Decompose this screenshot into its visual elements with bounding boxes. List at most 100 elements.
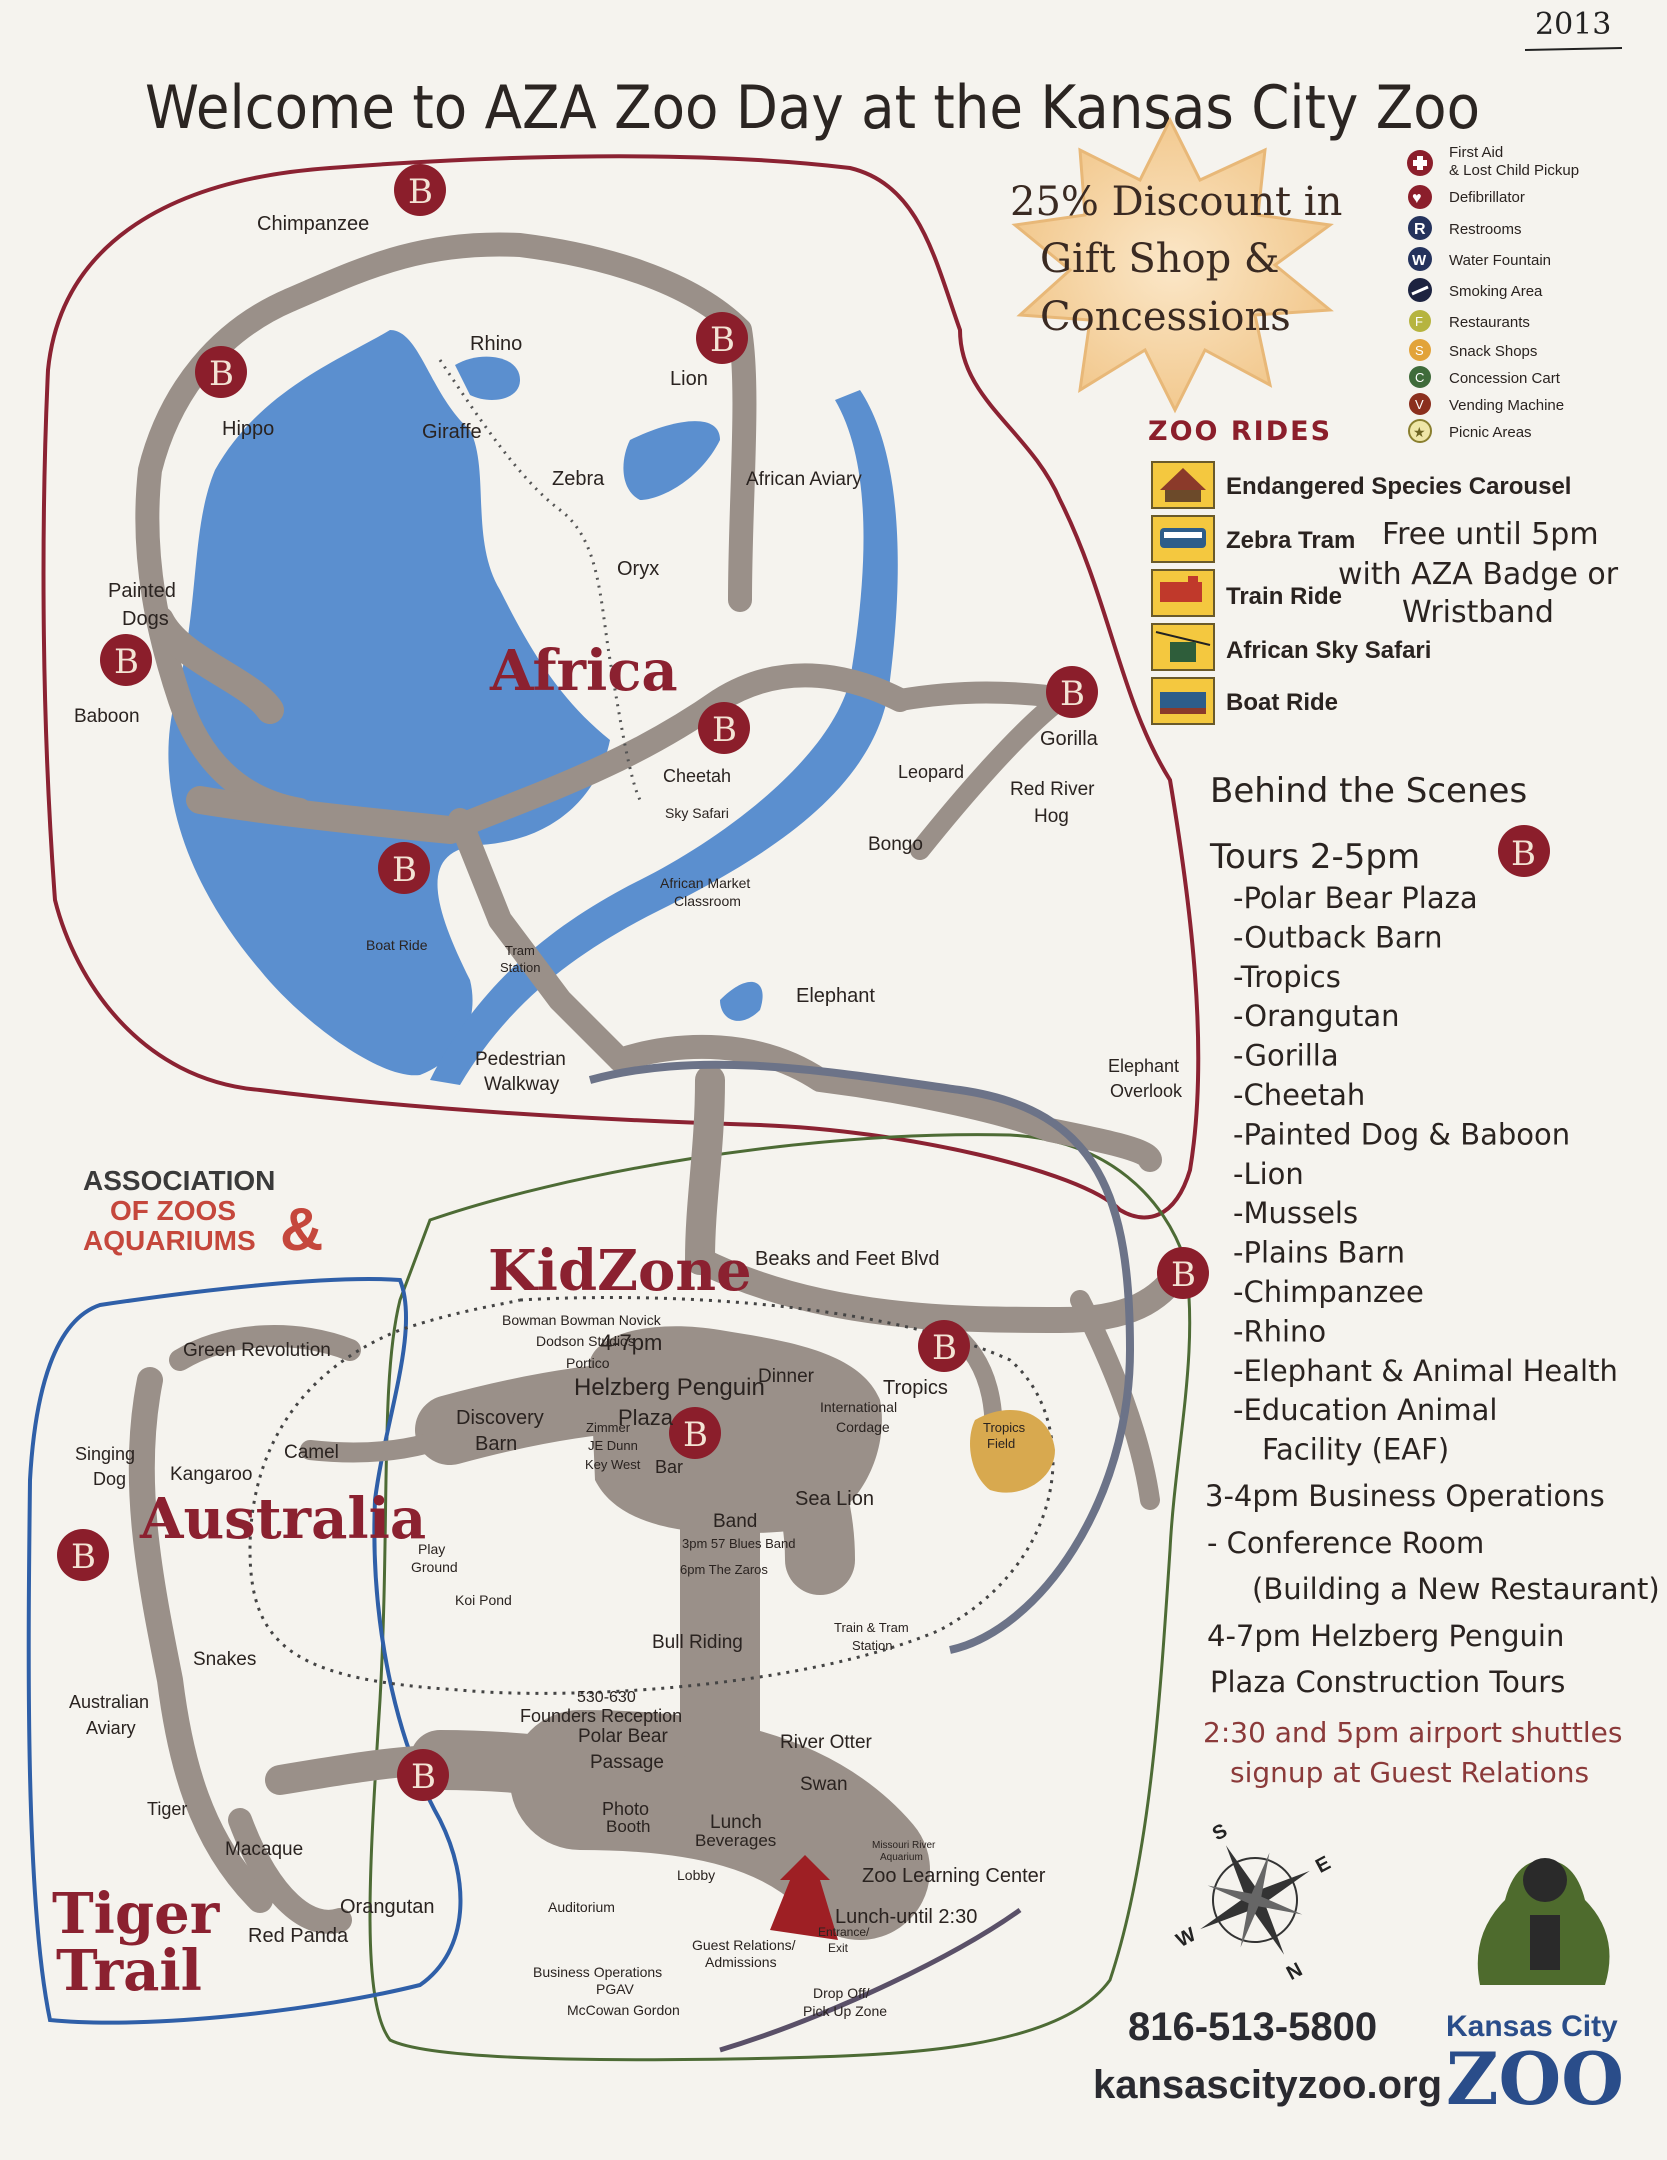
label-guest-2: Admissions [705, 1954, 777, 1970]
bts-tour-item: Facility (EAF) [1262, 1433, 1449, 1467]
label-entrance-1: Entrance/ [818, 1925, 870, 1939]
label-aus-aviary-1: Australian [69, 1692, 149, 1712]
year-note: 2013 [1535, 7, 1611, 42]
legend-defibrillator: Defibrillator [1449, 189, 1525, 206]
bts-tour-item: -Tropics [1233, 960, 1341, 994]
svg-text:B: B [71, 1537, 96, 1577]
ride-sky-safari: African Sky Safari [1226, 637, 1431, 664]
label-lion: Lion [670, 368, 708, 390]
label-baboon: Baboon [74, 706, 140, 727]
label-tropics-field-2: Field [987, 1436, 1015, 1451]
label-international-2: Cordage [836, 1419, 890, 1435]
label-painted-dogs-1: Painted [108, 580, 176, 602]
label-zebra: Zebra [552, 468, 605, 490]
label-elephant-overlook-1: Elephant [1108, 1056, 1179, 1076]
bts-marker: B [1157, 1247, 1209, 1299]
label-singing-2: Dog [93, 1469, 126, 1489]
tram-track [588, 1060, 1135, 1654]
legend-water-fountain: Water Fountain [1449, 252, 1551, 269]
amenity-legend: First Aid & Lost Child Pickup ♥ Defibril… [1407, 144, 1579, 443]
svg-text:C: C [1415, 370, 1424, 385]
svg-text:ZOO: ZOO [1446, 2036, 1624, 2121]
tram-icon [1151, 515, 1215, 563]
label-international-1: International [820, 1399, 897, 1415]
ride-zebra-tram: Zebra Tram [1226, 527, 1355, 554]
legend-smoking: Smoking Area [1449, 283, 1543, 300]
bts-marker: B [57, 1529, 109, 1581]
bts-tour-item: -Lion [1233, 1157, 1304, 1191]
australia-boundary [26, 1277, 463, 2025]
label-african-market-2: Classroom [674, 893, 741, 909]
label-painted-dogs-2: Dogs [122, 608, 169, 630]
aza-logo: ASSOCIATION OF ZOOS AQUARIUMS & [83, 1165, 323, 1263]
svg-text:B: B [1060, 674, 1085, 714]
label-bongo: Bongo [868, 834, 923, 855]
label-koi: Koi Pond [455, 1592, 512, 1608]
pond-elephant [720, 981, 763, 1021]
label-boat-ride: Boat Ride [366, 937, 428, 953]
label-beaks-feet: Beaks and Feet Blvd [755, 1248, 940, 1270]
legend-first-aid: First Aid [1449, 144, 1503, 161]
ride-carousel: Endangered Species Carousel [1226, 473, 1571, 500]
bts-tour-list: -Polar Bear Plaza-Outback Barn-Tropics-O… [1233, 881, 1618, 1467]
label-giraffe: Giraffe [422, 421, 482, 443]
label-bowman: Bowman Bowman Novick [502, 1312, 662, 1328]
svg-text:B: B [392, 850, 417, 890]
region-tiger: Tiger [52, 1881, 221, 1947]
svg-text:B: B [1171, 1255, 1196, 1295]
label-jedunn: JE Dunn [588, 1438, 638, 1453]
label-play-1: Play [418, 1541, 445, 1557]
label-lunch: Lunch [710, 1812, 762, 1833]
label-camel: Camel [284, 1442, 339, 1463]
label-orangutan: Orangutan [340, 1896, 435, 1918]
label-polar-2: Passage [590, 1752, 664, 1773]
label-band-1: 3pm 57 Blues Band [682, 1536, 795, 1551]
free-note-2: with AZA Badge or [1338, 557, 1619, 592]
free-note-3: Wristband [1402, 595, 1554, 630]
label-red-panda: Red Panda [248, 1925, 349, 1947]
label-red-river-hog-2: Hog [1034, 806, 1069, 827]
label-founders-2: Founders Reception [520, 1706, 682, 1726]
label-sky-safari: Sky Safari [665, 805, 729, 821]
bts-tour-item: -Polar Bear Plaza [1233, 881, 1478, 915]
label-keywest: Key West [585, 1457, 641, 1472]
label-dinner: Dinner [758, 1366, 815, 1387]
svg-text:B: B [411, 1757, 436, 1797]
bts-heading-1: Behind the Scenes [1210, 771, 1527, 811]
bts-marker: B [394, 164, 446, 216]
bts-business-1: 3-4pm Business Operations [1205, 1479, 1605, 1513]
svg-text:W: W [1173, 1924, 1200, 1952]
bts-tour-item: -Chimpanzee [1233, 1275, 1424, 1309]
bts-tour-item: -Mussels [1233, 1196, 1358, 1230]
bts-tour-item: -Painted Dog & Baboon [1233, 1117, 1570, 1151]
label-swan: Swan [800, 1774, 848, 1795]
bts-marker: B [378, 842, 430, 894]
label-helzberg-time: 4-7pm [600, 1330, 662, 1355]
label-singing-1: Singing [75, 1444, 135, 1464]
label-aus-aviary-2: Aviary [86, 1718, 136, 1738]
label-pedestrian-2: Walkway [484, 1074, 560, 1095]
label-play-2: Ground [411, 1559, 458, 1575]
svg-text:&: & [280, 1196, 323, 1263]
label-tram-station-2: Station [500, 960, 540, 975]
region-trail: Trail [56, 1938, 202, 2004]
svg-text:V: V [1415, 397, 1424, 412]
pond-lion [623, 421, 720, 500]
helzberg-plaza-building [590, 1326, 882, 1534]
svg-text:F: F [1415, 314, 1423, 329]
svg-text:B: B [1511, 834, 1536, 874]
label-business-1: Business Operations [533, 1964, 662, 1980]
kidzone-boundary [368, 1133, 1192, 2062]
svg-text:W: W [1412, 252, 1427, 269]
svg-text:B: B [683, 1415, 708, 1455]
label-polar-1: Polar Bear [578, 1726, 668, 1747]
legend-restaurants: Restaurants [1449, 314, 1530, 331]
year-underline [1524, 47, 1623, 51]
bts-tour-item: -Plains Barn [1233, 1236, 1405, 1270]
bts-badge: B [1498, 825, 1550, 877]
label-zimmer: Zimmer [586, 1420, 631, 1435]
page-title: Welcome to AZA Zoo Day at the Kansas Cit… [145, 73, 1480, 143]
legend-picnic: Picnic Areas [1449, 424, 1532, 441]
lake-africa [168, 330, 611, 1076]
